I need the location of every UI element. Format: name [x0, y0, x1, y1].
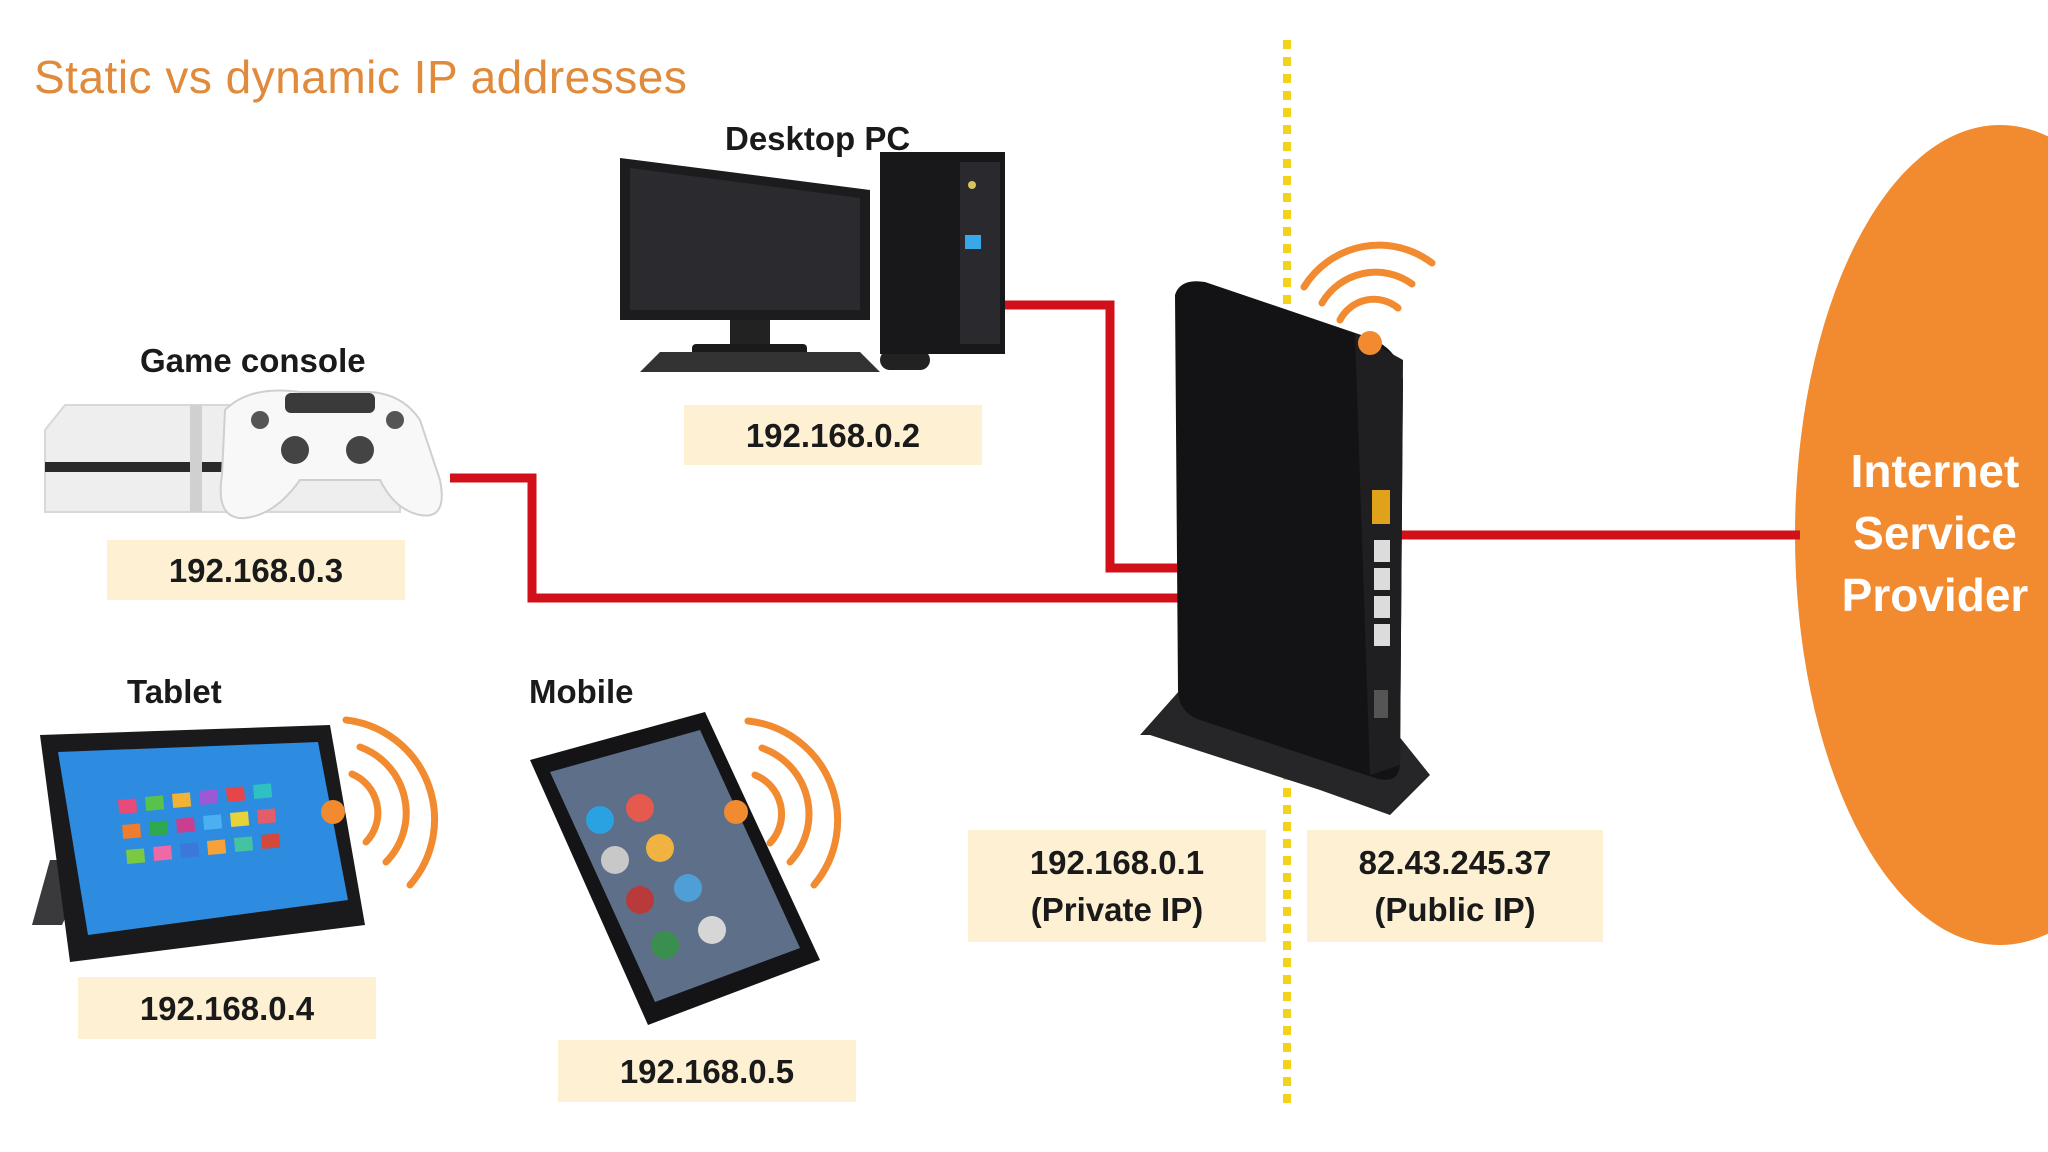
- game-console-label: Game console: [140, 342, 366, 379]
- router-wifi-icon: [1300, 241, 1436, 324]
- tablet-wifi-icon: [342, 716, 439, 889]
- mobile-ip: 192.168.0.5: [558, 1040, 856, 1102]
- game-console-ip-text: 192.168.0.3: [168, 551, 344, 589]
- router-public-ip: 82.43.245.37 (Public IP): [1307, 830, 1603, 942]
- console-cable: [450, 473, 1380, 603]
- isp-label-line2: Service: [1853, 507, 2017, 559]
- tablet-ip: 192.168.0.4: [78, 977, 376, 1039]
- mobile-ip-text: 192.168.0.5: [619, 1052, 795, 1090]
- page-title: Static vs dynamic IP addresses: [34, 51, 688, 103]
- tablet-label: Tablet: [127, 673, 222, 710]
- router-private-ip-note: (Private IP): [1030, 891, 1204, 928]
- game-console-ip: 192.168.0.3: [107, 540, 405, 600]
- router-private-ip-text: 192.168.0.1: [1029, 844, 1205, 881]
- desktop-pc-ip: 192.168.0.2: [684, 405, 982, 465]
- isp-ellipse: [1795, 125, 2048, 945]
- tablet-ip-text: 192.168.0.4: [139, 989, 315, 1027]
- router-public-ip-text: 82.43.245.37: [1358, 844, 1552, 881]
- desktop-pc-icon: [620, 152, 1005, 372]
- mobile-icon: [530, 712, 820, 1025]
- router-private-ip: 192.168.0.1 (Private IP): [968, 830, 1266, 942]
- desktop-pc-label: Desktop PC: [725, 120, 911, 157]
- isp-label: Internet Service Provider: [1790, 440, 2048, 626]
- router-public-ip-note: (Public IP): [1374, 891, 1536, 928]
- isp-label-line1: Internet: [1850, 445, 2020, 497]
- desktop-pc-ip-text: 192.168.0.2: [745, 416, 921, 454]
- mobile-wifi-icon: [744, 717, 842, 889]
- tablet-icon: [32, 725, 365, 962]
- isp-label-line3: Provider: [1841, 569, 2029, 621]
- game-console-icon: [44, 389, 443, 520]
- mobile-label: Mobile: [529, 673, 634, 710]
- router-icon: [1140, 281, 1430, 815]
